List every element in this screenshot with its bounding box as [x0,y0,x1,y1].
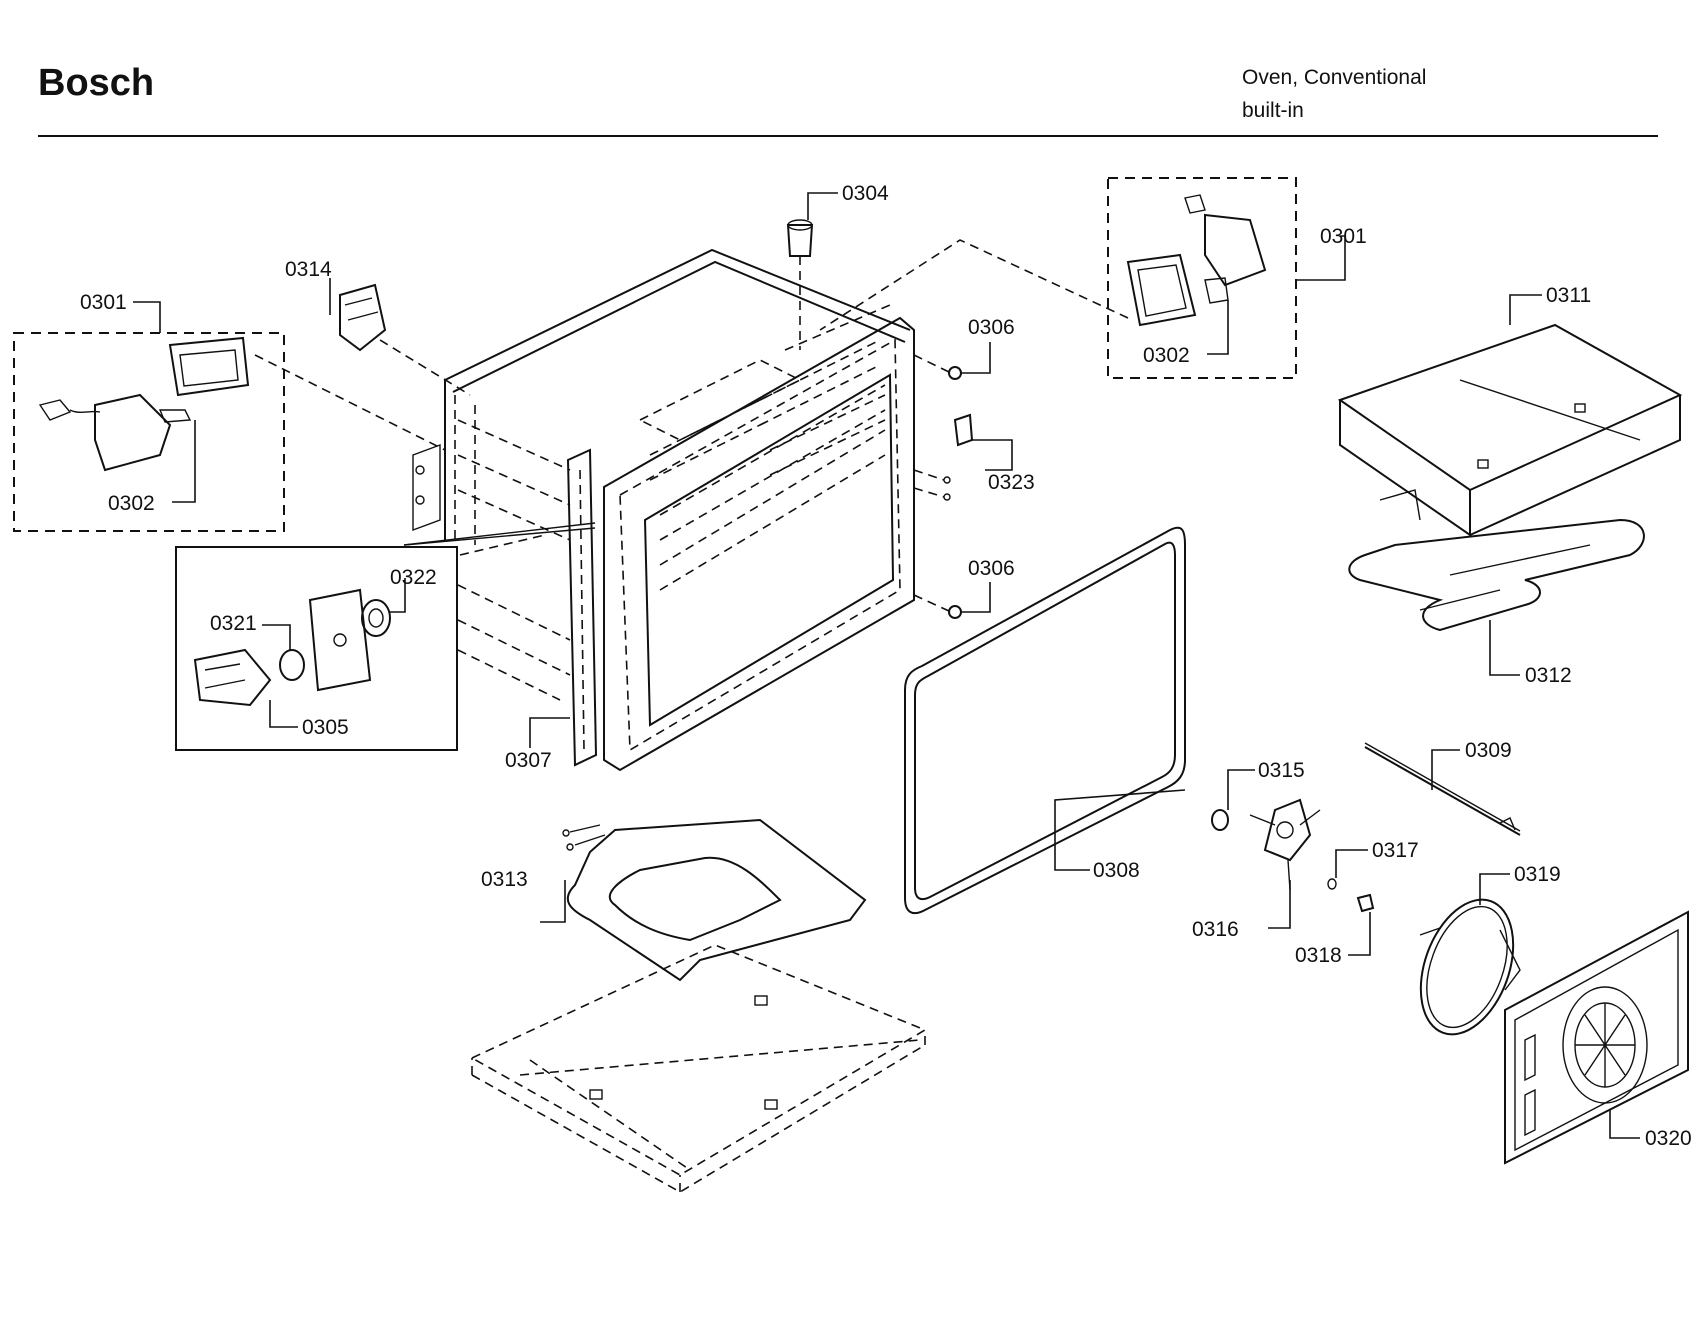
callout-0319: 0319 [1514,863,1561,886]
bracket-0323 [913,413,974,501]
callout-0317: 0317 [1372,839,1419,862]
callout-0302-right: 0302 [1143,344,1190,367]
cap-0318 [1356,893,1375,913]
fan-0316 [1211,798,1321,891]
callout-0315: 0315 [1258,759,1305,782]
bottom-heater-0313 [562,818,867,982]
inset-box-thermostat [175,522,596,751]
callout-0322: 0322 [390,566,437,589]
rear-panel-0320 [1504,910,1689,1165]
product-type: Oven, Conventional [1242,66,1427,89]
ring-element-0319 [1419,898,1521,1036]
bottom-tray [470,944,927,1193]
callout-0301-left: 0301 [80,291,127,314]
side-rail-0307 [566,448,598,767]
brand-title: Bosch [38,62,155,104]
callout-0308: 0308 [1093,859,1140,882]
callout-0311: 0311 [1546,284,1591,307]
callout-0320: 0320 [1645,1127,1692,1150]
assembly-box-0301-left [13,332,285,532]
callout-0321: 0321 [210,612,257,635]
callout-0312: 0312 [1525,664,1572,687]
guide-0301-left [254,354,446,451]
guide-0301-right [819,239,1129,331]
callout-0316: 0316 [1192,918,1239,941]
oven-cavity [412,248,915,772]
callout-0323: 0323 [988,471,1035,494]
assembly-box-0301-right [1107,177,1297,379]
callout-0304: 0304 [842,182,889,205]
callout-0301-right: 0301 [1320,225,1367,248]
callout-0305: 0305 [302,716,349,739]
product-subtype: built-in [1242,99,1304,122]
callout-0318: 0318 [1295,944,1342,967]
leader-lines [133,192,1640,1139]
rod-0309 [1364,742,1521,836]
callout-0307: 0307 [505,749,552,772]
callout-0314: 0314 [285,258,332,281]
door-gasket-0308 [904,526,1186,915]
callout-labels: 0301 0302 0314 0304 0301 0302 0311 0306 … [80,182,1692,1150]
screws-0306 [913,354,962,619]
nut-0317 [1327,878,1337,890]
header-rule [38,135,1658,137]
heater-element-0312 [1348,489,1645,632]
callout-0313: 0313 [481,868,528,891]
callout-0306-bottom: 0306 [968,557,1015,580]
callout-0309: 0309 [1465,739,1512,762]
callout-0302-left: 0302 [108,492,155,515]
callout-0306-top: 0306 [968,316,1015,339]
part-0314 [339,283,471,396]
part-0304 [786,219,814,350]
top-heater-0311 [1337,323,1683,537]
